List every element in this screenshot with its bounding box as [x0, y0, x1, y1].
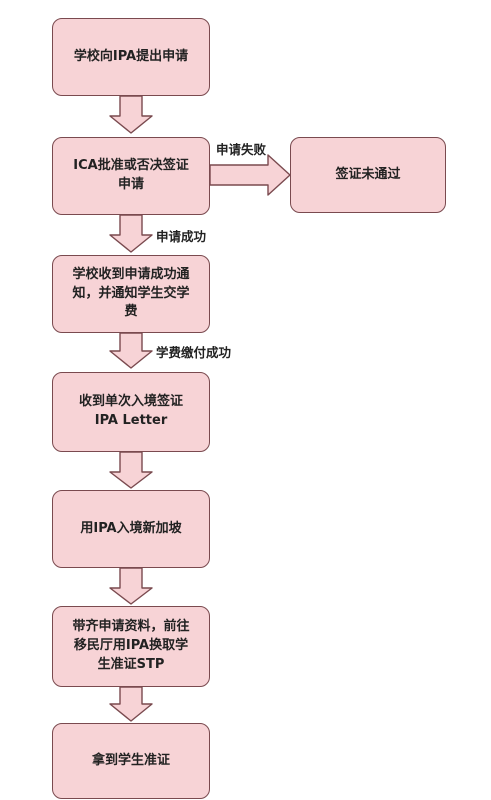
down-arrow-3: [109, 332, 153, 369]
step-exchange-stp: 带齐申请资料，前往 移民厅用IPA换取学 生准证STP: [52, 606, 210, 687]
down-arrow-1: [109, 95, 153, 134]
step-notify-fee: 学校收到申请成功通 知，并通知学生交学 费: [52, 255, 210, 333]
down-arrow-5: [109, 567, 153, 605]
step-receive-pass: 拿到学生准证: [52, 723, 210, 799]
right-arrow-fail: [209, 154, 291, 196]
side-box-visa-rejected: 签证未通过: [290, 137, 446, 213]
down-arrow-4: [109, 451, 153, 489]
down-arrow-6: [109, 686, 153, 722]
down-arrow-2: [109, 214, 153, 253]
label-application-failed: 申请失败: [216, 142, 267, 157]
label-application-success: 申请成功: [156, 229, 207, 244]
label-fee-paid: 学费缴付成功: [156, 345, 232, 360]
step-enter-singapore: 用IPA入境新加坡: [52, 490, 210, 568]
step-ica-decision: ICA批准或否决签证 申请: [52, 137, 210, 215]
step-apply: 学校向IPA提出申请: [52, 18, 210, 96]
step-ipa-letter: 收到单次入境签证 IPA Letter: [52, 372, 210, 452]
